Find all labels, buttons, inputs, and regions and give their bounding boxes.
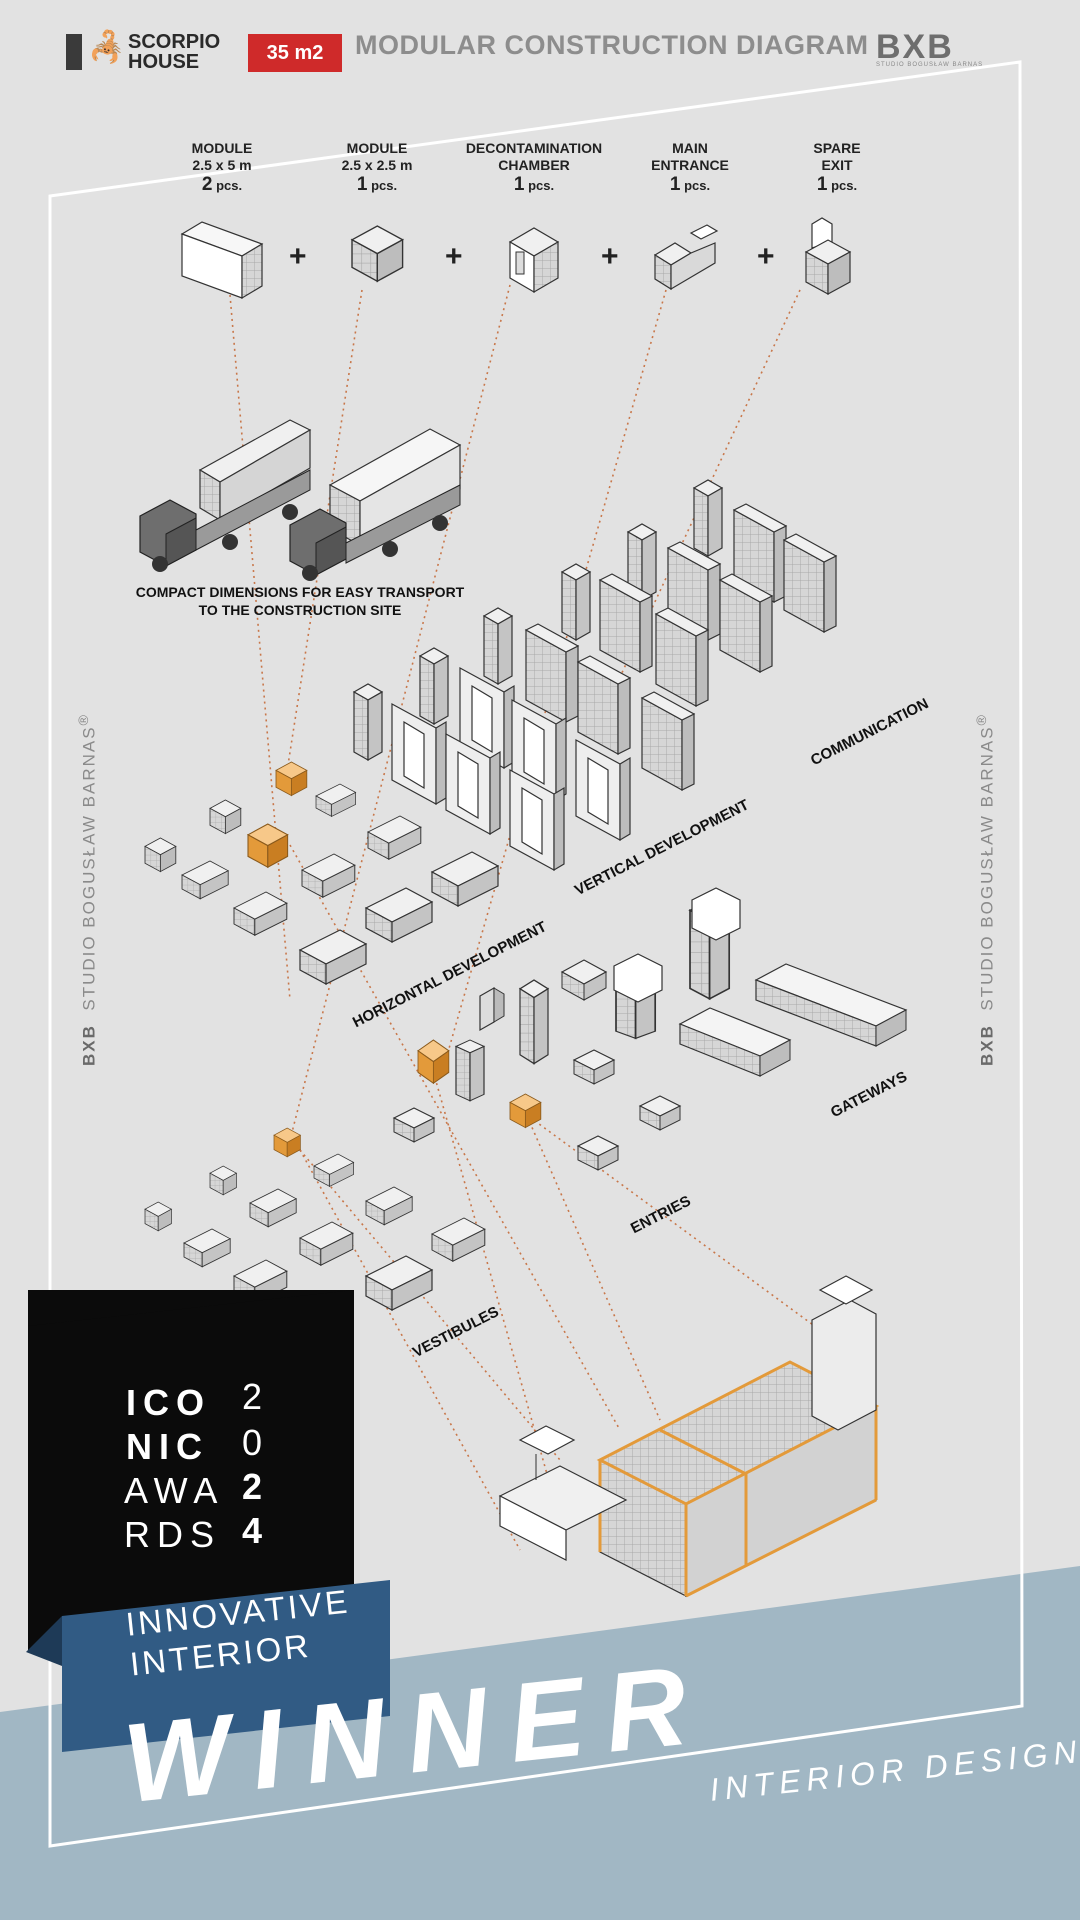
gateway-modules xyxy=(560,887,908,1077)
page-title: MODULAR CONSTRUCTION DIAGRAM xyxy=(355,30,869,60)
brand-line1: SCORPIO xyxy=(128,31,221,53)
module-count-3: 1 xyxy=(513,174,525,195)
truck-container-icon xyxy=(289,428,462,581)
module-label-1b: 2.5 x 5 m xyxy=(192,157,252,173)
winner-ribbon xyxy=(26,1580,390,1752)
module-count-4: 1 xyxy=(669,174,681,195)
module-count-2: 1 xyxy=(356,174,368,195)
spare-exit-icon xyxy=(804,217,852,296)
plus-sign-3: + xyxy=(601,240,619,273)
side-name-left: STUDIO BOGUSŁAW BARNAS xyxy=(79,725,99,1011)
entry-modules xyxy=(392,979,682,1171)
assembled-house xyxy=(498,1275,880,1598)
transport-caption: COMPACT DIMENSIONS FOR EASY TRANSPORT TO … xyxy=(120,583,480,619)
module-count-5: 1 xyxy=(816,174,828,195)
side-reg-left: ® xyxy=(76,713,92,726)
module-label-3b: CHAMBER xyxy=(498,157,570,173)
studio-logo: BXB xyxy=(876,28,954,66)
plus-sign-2: + xyxy=(445,240,463,273)
module-label-4a: MAIN xyxy=(672,140,708,156)
plus-sign-1: + xyxy=(289,240,307,273)
side-brand-right: BXB xyxy=(977,1024,997,1066)
award-row-4-right: 4 xyxy=(242,1510,270,1551)
module-count-1: 2 xyxy=(201,174,213,195)
transport-caption-line1: COMPACT DIMENSIONS FOR EASY TRANSPORT xyxy=(135,584,465,600)
side-brand-left: BXB xyxy=(79,1024,99,1066)
connection-lines xyxy=(229,284,821,1551)
side-name-right: STUDIO BOGUSŁAW BARNAS xyxy=(977,725,997,1011)
award-row-2-right: 0 xyxy=(242,1422,270,1463)
award-row-4-left: RDS xyxy=(124,1514,222,1555)
module-label-2a: MODULE xyxy=(346,140,408,156)
award-row-3-left: AWA xyxy=(124,1470,225,1511)
module-label-4b: ENTRANCE xyxy=(651,157,729,173)
module-icon-cube xyxy=(351,225,404,282)
module-label-5b: EXIT xyxy=(821,157,853,173)
area-badge: 35 m2 xyxy=(248,34,342,72)
module-icon-long xyxy=(180,221,264,300)
module-unit-2: pcs. xyxy=(371,178,398,193)
side-reg-right: ® xyxy=(974,713,990,726)
studio-logo-sub: STUDIO BOGUSŁAW BARNAS xyxy=(876,62,984,68)
module-unit-4: pcs. xyxy=(684,178,711,193)
module-unit-5: pcs. xyxy=(831,178,858,193)
award-row-3-right: 2 xyxy=(242,1466,270,1507)
scorpion-icon: 🦂 xyxy=(88,31,126,64)
module-unit-3: pcs. xyxy=(528,178,555,193)
module-label-2b: 2.5 x 2.5 m xyxy=(341,157,413,173)
plus-sign-4: + xyxy=(757,240,775,273)
side-text-left: BXB STUDIO BOGUSŁAW BARNAS® xyxy=(76,713,100,1066)
transport-caption-line2: TO THE CONSTRUCTION SITE xyxy=(198,602,402,618)
award-row-2-left: NIC xyxy=(126,1426,209,1467)
award-row-1-left: ICO xyxy=(126,1382,212,1423)
module-unit-1: pcs. xyxy=(216,178,243,193)
main-entrance-icon xyxy=(653,224,719,291)
module-label-5a: SPARE xyxy=(813,140,861,156)
truck-tipper-icon xyxy=(139,419,312,572)
award-row-1-right: 2 xyxy=(242,1376,270,1417)
side-text-right: BXB STUDIO BOGUSŁAW BARNAS® xyxy=(974,713,998,1066)
brand-line2: HOUSE xyxy=(128,51,200,73)
award-shape xyxy=(28,1290,354,1650)
decon-chamber-icon xyxy=(508,227,560,294)
logo-bar xyxy=(66,34,82,70)
module-label-3a: DECONTAMINATION xyxy=(465,140,603,156)
footer-band xyxy=(0,1566,1080,1920)
module-label-1a: MODULE xyxy=(191,140,253,156)
